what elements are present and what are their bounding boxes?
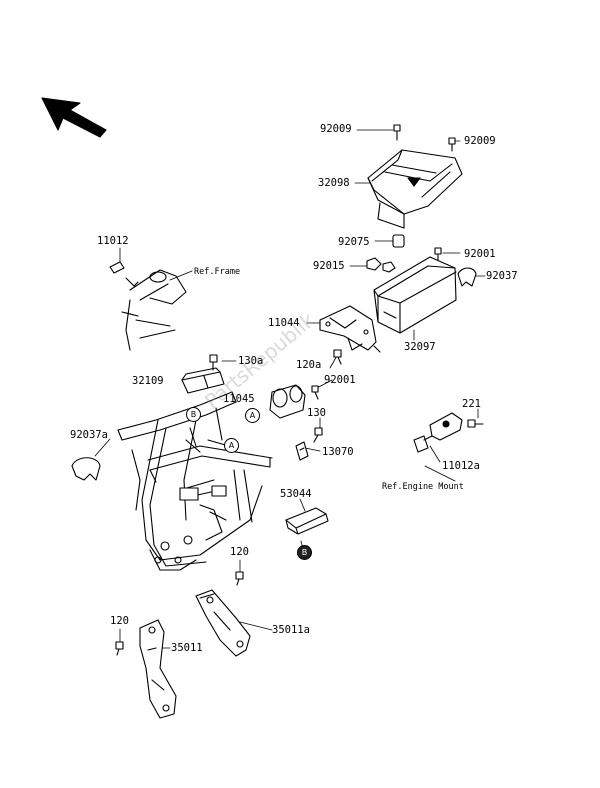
clip-13070	[295, 441, 309, 461]
bolt-130	[313, 427, 323, 443]
part-label-92037: 92037	[486, 270, 518, 282]
part-label-53044: 53044	[280, 488, 312, 500]
part-label-35011a: 35011a	[272, 624, 310, 636]
part-label-13070: 13070	[322, 446, 354, 458]
part-label-92009-left: 92009	[320, 123, 352, 135]
part-label-32098: 32098	[318, 177, 350, 189]
clamp-92037a	[71, 457, 101, 481]
reference-engine-mount-label: Ref.Engine Mount	[382, 482, 464, 492]
bracket-11044	[319, 305, 381, 353]
bolt-92009-left	[393, 124, 401, 141]
part-label-130a: 130a	[238, 355, 264, 367]
part-label-92001-upper: 92001	[464, 248, 496, 260]
battery-case-32097	[373, 256, 457, 334]
part-label-35011: 35011	[171, 642, 203, 654]
bracket-11045	[269, 384, 306, 419]
frame-section-upper	[121, 269, 187, 351]
bolt-92001-lower	[311, 385, 319, 400]
part-label-92001-lower: 92001	[324, 374, 356, 386]
part-label-120-bottom: 120	[110, 615, 129, 627]
bolt-92009-right	[448, 137, 456, 152]
callout-b-pad: B	[297, 545, 312, 560]
reference-frame-label: Ref.Frame	[194, 267, 241, 277]
clip-11012	[109, 261, 139, 287]
part-label-92015: 92015	[313, 260, 345, 272]
direction-arrow-icon	[41, 97, 107, 138]
bolt-120-bottom	[115, 641, 124, 656]
damper-92075	[392, 234, 405, 248]
protector-32109	[181, 367, 225, 394]
chain-guide-35011a	[195, 589, 251, 657]
nut-92015	[366, 257, 396, 273]
part-label-92009-right: 92009	[464, 135, 496, 147]
pad-53044	[285, 507, 329, 535]
part-label-11012a: 11012a	[442, 460, 480, 472]
part-label-11012: 11012	[97, 235, 129, 247]
clamp-92037	[457, 267, 477, 287]
part-label-120a: 120a	[296, 359, 322, 371]
callout-b-frame: B	[186, 407, 201, 422]
bracket-11012a	[413, 412, 463, 453]
part-label-92037a: 92037a	[70, 429, 108, 441]
part-label-32109: 32109	[132, 375, 164, 387]
part-label-11045: 11045	[223, 393, 255, 405]
part-label-32097: 32097	[404, 341, 436, 353]
bolt-221	[467, 419, 484, 428]
bolt-120a	[333, 349, 342, 365]
bolt-120-middle	[235, 571, 244, 586]
part-label-92075: 92075	[338, 236, 370, 248]
part-label-11044: 11044	[268, 317, 300, 329]
part-label-130: 130	[307, 407, 326, 419]
guard-35011	[139, 619, 177, 719]
callout-a-bracket: A	[245, 408, 260, 423]
part-label-221: 221	[462, 398, 481, 410]
callout-a-frame: A	[224, 438, 239, 453]
part-label-120-middle: 120	[230, 546, 249, 558]
battery-cover-32098	[367, 149, 463, 229]
